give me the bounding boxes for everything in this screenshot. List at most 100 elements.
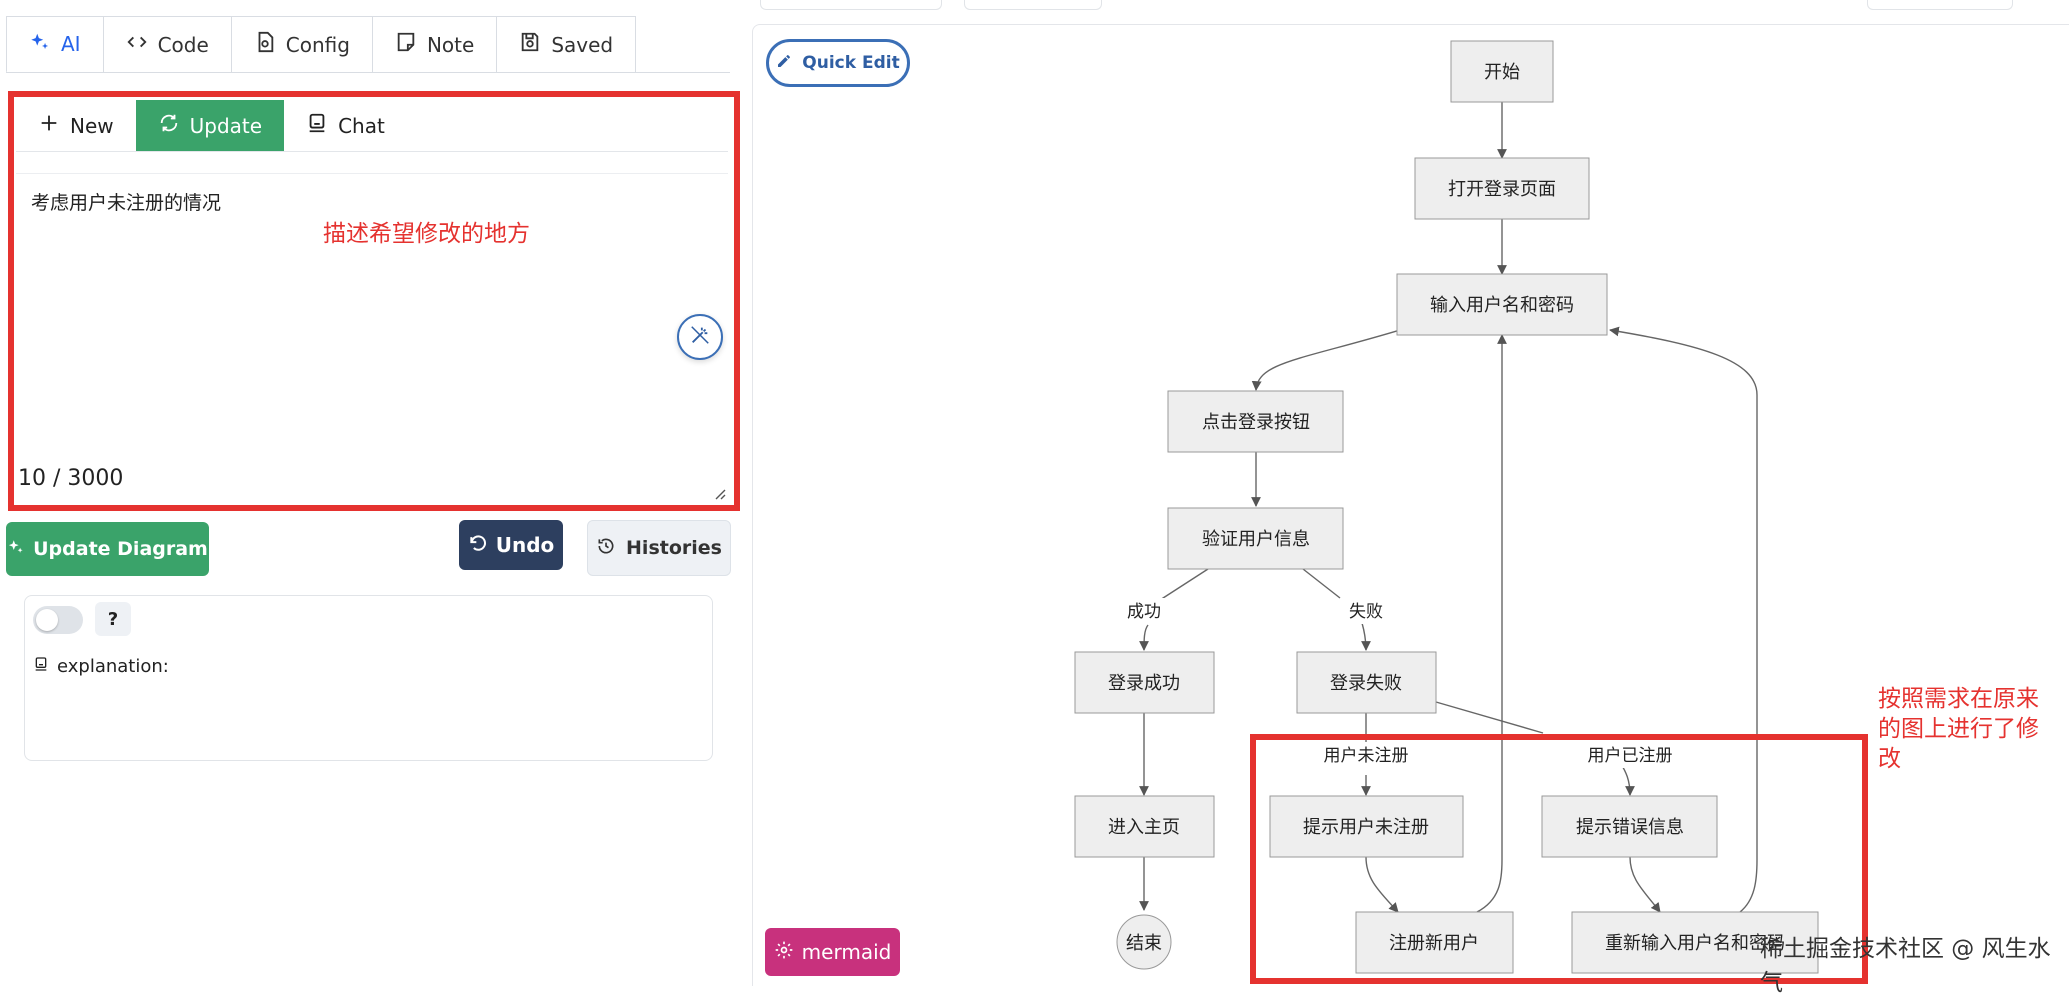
edge-verify-fail [1302,568,1341,599]
node-home[interactable]: 进入主页 [1074,795,1215,858]
node-label: 开始 [1484,62,1520,83]
button-label: Undo [495,533,555,557]
tab-label: Note [426,32,475,57]
tab-label: Chat [338,113,385,138]
tab-ai[interactable]: AI [6,16,103,73]
note-icon [395,31,417,58]
explanation-label: explanation: [33,656,169,677]
edge-fail-reg [1435,701,1544,734]
tab-label: Code [157,32,209,57]
save-icon [519,31,541,58]
node-verify[interactable]: 验证用户信息 [1167,507,1344,570]
node-login-fail[interactable]: 登录失败 [1296,651,1437,714]
tab-new[interactable]: New [16,100,136,151]
help-button[interactable]: ? [95,602,131,636]
edge-labels: 成功 失败 用户未注册 用户已注册 [1118,598,1680,768]
node-circle [1116,914,1172,970]
undo-button[interactable]: Undo [459,520,563,570]
node-box [1167,390,1344,453]
node-box [1571,911,1819,974]
tab-chat[interactable]: Chat [284,100,407,151]
node-click-login[interactable]: 点击登录按钮 [1167,390,1344,453]
button-label: mermaid [801,940,892,964]
histories-button[interactable]: Histories [587,520,731,576]
sparkle-icon [7,538,25,561]
node-reinput[interactable]: 重新输入用户名和密码 [1571,911,1819,974]
mermaid-button[interactable]: mermaid [765,928,900,976]
plus-icon [38,112,60,139]
node-box [1167,507,1344,570]
button-label: Quick Edit [802,53,900,73]
sparkle-icon [29,31,51,58]
tab-label: Config [285,32,350,57]
prompt-textarea[interactable]: 考虑用户未注册的情况 [31,192,222,214]
button-label: Histories [626,537,722,559]
node-label: 提示错误信息 [1576,817,1684,838]
node-label: 点击登录按钮 [1202,412,1310,433]
sub-tabs-divider [16,151,728,152]
node-register[interactable]: 注册新用户 [1355,911,1514,974]
node-label: 重新输入用户名和密码 [1605,933,1785,954]
toolbar-stub [760,0,942,10]
resize-handle[interactable] [712,486,726,500]
mode-tabs: AI Code Config Note Saved [6,16,637,73]
update-diagram-button[interactable]: Update Diagram [6,522,209,576]
node-box [1414,157,1590,220]
tab-label: Saved [551,32,614,57]
tab-label: New [70,113,114,138]
config-file-icon [254,31,276,58]
pencil-icon [776,53,792,74]
node-tip-error[interactable]: 提示错误信息 [1541,795,1718,858]
tab-saved[interactable]: Saved [496,16,637,73]
node-label: 打开登录页面 [1448,179,1556,200]
quick-edit-button[interactable]: Quick Edit [766,39,910,87]
undo-icon [468,533,488,558]
watermark: 稀土掘金技术社区 @ 风生水气 [1760,936,2051,996]
node-end[interactable]: 结束 [1116,914,1172,970]
magic-wand-button[interactable] [677,314,723,360]
edge-label-bg [1118,598,1170,624]
explanation-text: explanation: [57,656,169,677]
highlight-box-diagram [1250,734,1868,984]
robot-icon [306,112,328,139]
node-box [1296,651,1437,714]
flowchart-nodes: 开始 打开登录页面 输入用户名和密码 点击登录按钮 验证用户信息 登录成功 登录… [1074,40,1819,974]
refresh-icon [158,112,180,139]
tab-update[interactable]: Update [135,100,285,151]
toolbar-stub [1867,0,2013,10]
node-label: 结束 [1126,933,1162,954]
edge-label-bg [1316,742,1416,768]
explanation-toggle[interactable] [33,606,83,634]
flowchart-edges [1139,102,1758,913]
button-label: Update Diagram [33,538,208,560]
node-box [1396,273,1608,336]
edge-label-bg [1580,742,1680,768]
edge-verify-fail-arrow [1361,622,1371,651]
node-label: 注册新用户 [1389,933,1479,954]
node-start[interactable]: 开始 [1450,40,1554,103]
tab-code[interactable]: Code [102,16,231,73]
node-label: 登录失败 [1330,673,1402,694]
node-login-success[interactable]: 登录成功 [1074,651,1215,714]
gear-icon [774,940,794,965]
toolbar-stub [964,0,1102,10]
diagram-panel [752,24,2069,986]
edge-error-reinput [1629,856,1661,913]
edge-label-success: 成功 [1127,602,1161,622]
node-box [1450,40,1554,103]
tab-config[interactable]: Config [230,16,372,73]
edge-label-bg [1340,598,1392,624]
history-icon [596,536,616,561]
node-box [1269,795,1464,858]
edge-label-unregistered: 用户未注册 [1324,746,1409,766]
node-open-login[interactable]: 打开登录页面 [1414,157,1590,220]
node-label: 输入用户名和密码 [1430,295,1574,316]
node-label: 提示用户未注册 [1303,817,1429,838]
node-tip-unregistered[interactable]: 提示用户未注册 [1269,795,1464,858]
explanation-card: ? explanation: [24,595,713,761]
node-input-credentials[interactable]: 输入用户名和密码 [1396,273,1608,336]
tab-note[interactable]: Note [371,16,497,73]
tab-label: AI [61,32,81,56]
textarea-top-border [16,173,728,174]
